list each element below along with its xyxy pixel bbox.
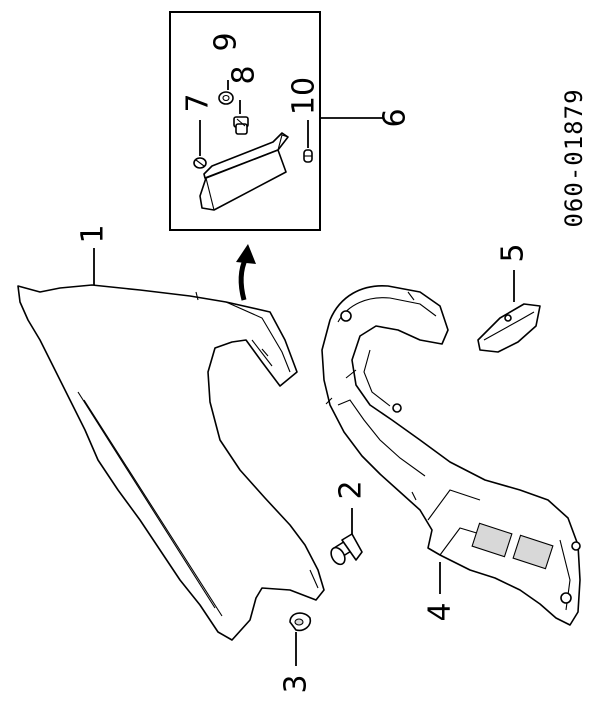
callout-3: 3: [279, 674, 314, 693]
clip-part-7: [193, 157, 207, 169]
callout-5: 5: [496, 243, 531, 262]
callout-6: 6: [378, 108, 413, 127]
reference-code: 060-01879: [560, 88, 588, 227]
nut-part-9: [218, 91, 234, 105]
callout-9: 9: [209, 32, 244, 51]
detail-arrow: [236, 244, 256, 301]
fender-part: [17, 284, 325, 641]
bolt-part-8: [233, 116, 249, 135]
detail-inset: 7 8 9 10: [169, 11, 322, 231]
callout-4: 4: [423, 602, 458, 621]
splash-shield-part: [477, 303, 541, 353]
bracket-part: [199, 132, 289, 211]
callout-7: 7: [181, 93, 216, 112]
pin-part-10: [303, 149, 313, 163]
callout-8: 8: [227, 65, 262, 84]
clip-part-2: [330, 533, 363, 566]
callout-1: 1: [76, 224, 111, 243]
clip-part-3: [289, 612, 312, 632]
fender-liner-part: [321, 285, 581, 626]
callout-2: 2: [334, 480, 369, 499]
callout-10: 10: [287, 77, 322, 115]
